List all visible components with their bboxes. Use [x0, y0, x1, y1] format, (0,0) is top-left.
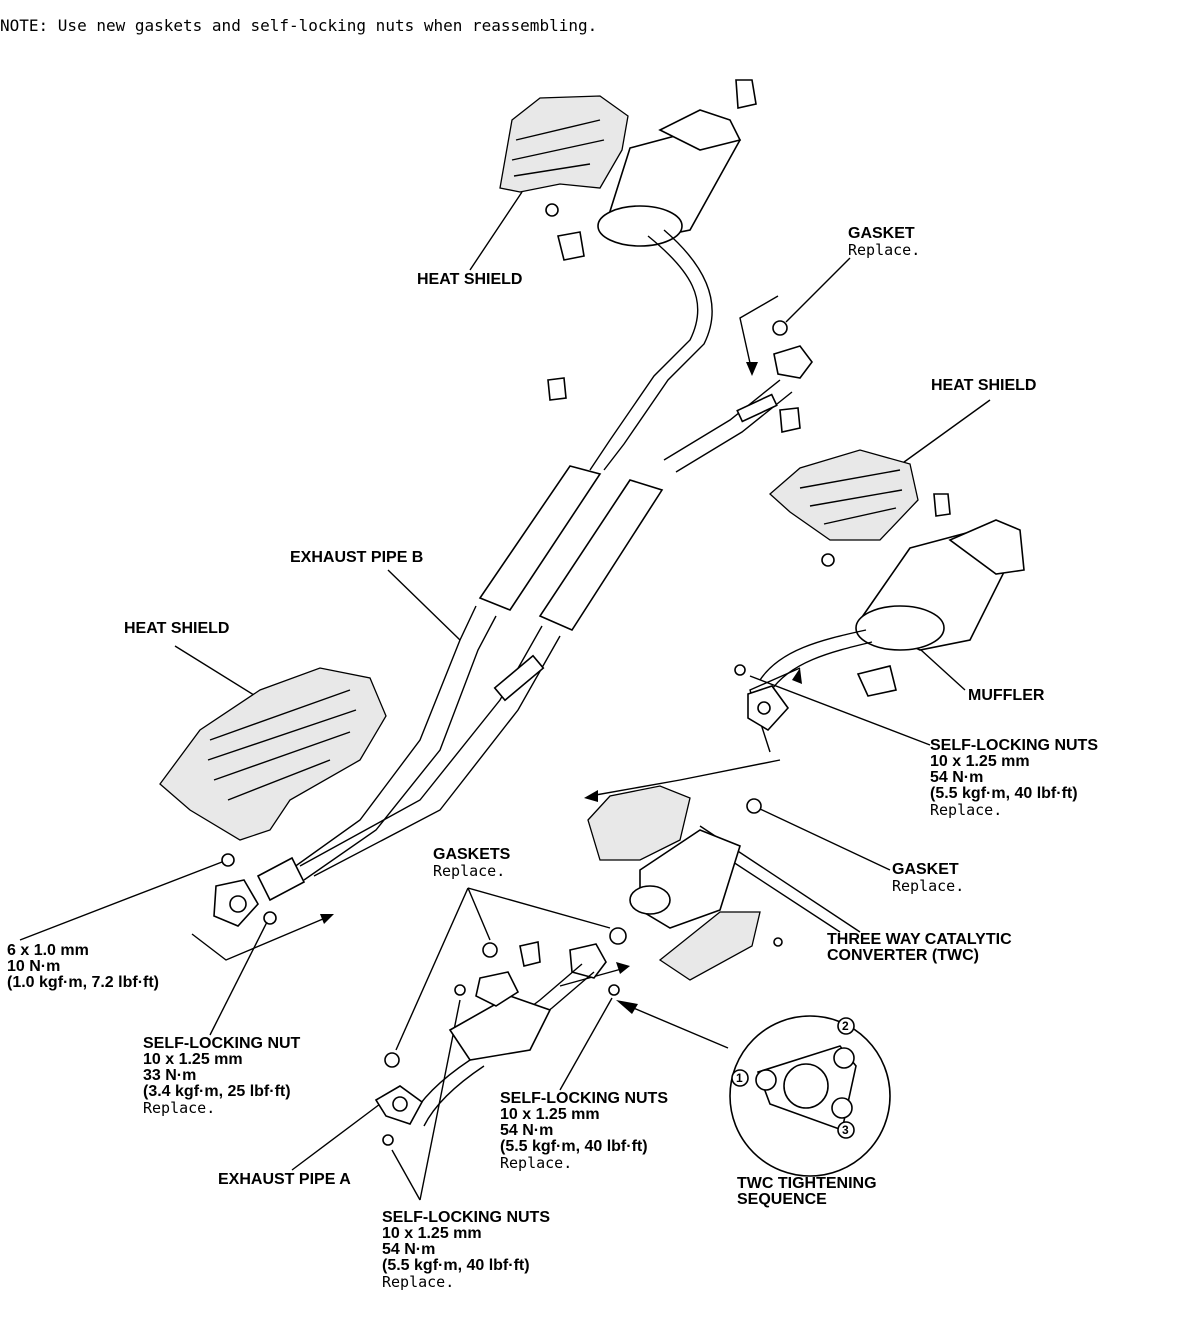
label-self-locking-nuts-twc: SELF-LOCKING NUTS 10 x 1.25 mm 54 N·m (5… — [500, 1090, 668, 1172]
twc-assembly — [587, 785, 783, 981]
label-gasket-twc: GASKET Replace. — [892, 861, 965, 895]
heat-shield-front — [159, 667, 387, 867]
heat-shield-rear-left — [499, 95, 629, 217]
sequence-number-3: 3 — [842, 1123, 849, 1137]
label-heat-shield-rear-right: HEAT SHIELD — [931, 377, 1037, 394]
muffler-left — [557, 79, 757, 261]
label-exhaust-pipe-a: EXHAUST PIPE A — [218, 1171, 351, 1188]
label-gaskets-mid: GASKETS Replace. — [433, 846, 511, 880]
label-gasket-top: GASKET Replace. — [848, 225, 921, 259]
label-self-locking-nuts-pipe-a: SELF-LOCKING NUTS 10 x 1.25 mm 54 N·m (5… — [382, 1209, 550, 1291]
sequence-number-1: 1 — [736, 1071, 743, 1085]
sequence-number-2: 2 — [842, 1019, 849, 1033]
exhaust-pipe-b — [289, 229, 813, 881]
front-flange — [213, 856, 306, 927]
exhaust-pipe-a — [374, 941, 620, 1146]
muffler-right — [734, 519, 1025, 732]
label-muffler: MUFFLER — [968, 687, 1045, 704]
label-heat-shield-rear-left: HEAT SHIELD — [417, 271, 523, 288]
heat-shield-rear-right — [769, 449, 951, 567]
label-bolt-front: 6 x 1.0 mm 10 N·m (1.0 kgf·m, 7.2 lbf·ft… — [7, 942, 160, 991]
label-self-locking-nuts-muffler: SELF-LOCKING NUTS 10 x 1.25 mm 54 N·m (5… — [930, 737, 1098, 819]
twc-tightening-sequence: 1 2 3 — [729, 1015, 891, 1177]
label-heat-shield-front: HEAT SHIELD — [124, 620, 230, 637]
label-self-locking-nut-single: SELF-LOCKING NUT 10 x 1.25 mm 33 N·m (3.… — [143, 1035, 301, 1117]
label-twc: THREE WAY CATALYTIC CONVERTER (TWC) — [827, 931, 1012, 964]
note-text: NOTE: Use new gaskets and self-locking n… — [0, 16, 598, 35]
label-twc-tightening-sequence: TWC TIGHTENING SEQUENCE — [737, 1175, 877, 1208]
label-exhaust-pipe-b: EXHAUST PIPE B — [290, 549, 424, 566]
